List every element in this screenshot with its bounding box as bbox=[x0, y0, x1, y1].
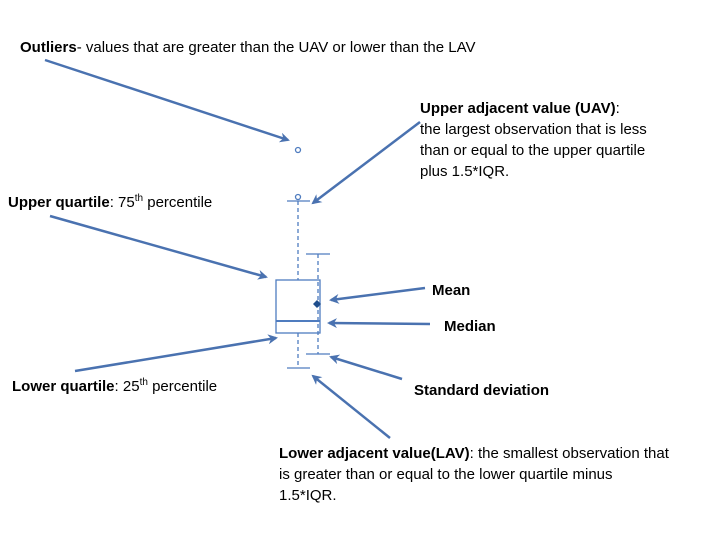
uav-term: Upper adjacent value (UAV) bbox=[420, 100, 616, 117]
uav-line1: the largest observation that is less bbox=[420, 121, 647, 138]
lower-quartile-label: Lower quartile: 25th percentile bbox=[12, 376, 217, 397]
upper-quartile-post: percentile bbox=[143, 194, 213, 211]
upper-quartile-label: Upper quartile: 75th percentile bbox=[8, 192, 212, 213]
uav-label: Upper adjacent value (UAV): the largest … bbox=[420, 98, 647, 182]
outliers-desc: - values that are greater than the UAV o… bbox=[76, 39, 476, 56]
median-arrow bbox=[327, 318, 431, 329]
lav-line2: is greater than or equal to the lower qu… bbox=[279, 466, 613, 483]
uav-colon: : bbox=[615, 100, 620, 117]
mean-term: Mean bbox=[432, 282, 471, 299]
outliers-label: Outliers- values that are greater than t… bbox=[20, 37, 476, 58]
sd-label: Standard deviation bbox=[414, 380, 549, 401]
lower-quartile-term: Lower quartile bbox=[12, 378, 115, 395]
uav-point bbox=[294, 193, 302, 201]
outlier-point bbox=[294, 146, 302, 154]
outliers-arrow bbox=[44, 58, 290, 143]
lav-label: Lower adjacent value(LAV): the smallest … bbox=[279, 443, 669, 506]
mean-marker bbox=[313, 300, 321, 308]
outliers-term: Outliers bbox=[20, 39, 77, 56]
uav-arrow bbox=[311, 121, 421, 205]
lower-quartile-arrow bbox=[74, 334, 278, 373]
upper-quartile-arrow bbox=[49, 214, 268, 280]
upper-quartile-term: Upper quartile bbox=[8, 194, 110, 211]
sd-term: Standard deviation bbox=[414, 382, 550, 399]
median-label: Median bbox=[444, 316, 496, 337]
mean-label: Mean bbox=[432, 280, 470, 301]
lower-quartile-pre: : 25 bbox=[114, 378, 140, 395]
iqr-box bbox=[275, 279, 321, 334]
lav-arrow bbox=[311, 374, 391, 439]
lav-desc: : the smallest observation that bbox=[469, 445, 669, 462]
mean-arrow bbox=[329, 286, 426, 304]
lower-quartile-sup: th bbox=[139, 377, 148, 388]
upper-quartile-sup: th bbox=[134, 193, 144, 204]
median-term: Median bbox=[444, 318, 496, 335]
lav-term: Lower adjacent value(LAV) bbox=[279, 445, 470, 462]
sd-arrow bbox=[329, 354, 403, 381]
upper-quartile-pre: : 75 bbox=[109, 194, 135, 211]
uav-line2: than or equal to the upper quartile bbox=[420, 142, 646, 159]
lav-line3: 1.5*IQR. bbox=[279, 487, 337, 504]
uav-line3: plus 1.5*IQR. bbox=[420, 163, 510, 180]
lower-quartile-post: percentile bbox=[147, 378, 218, 395]
